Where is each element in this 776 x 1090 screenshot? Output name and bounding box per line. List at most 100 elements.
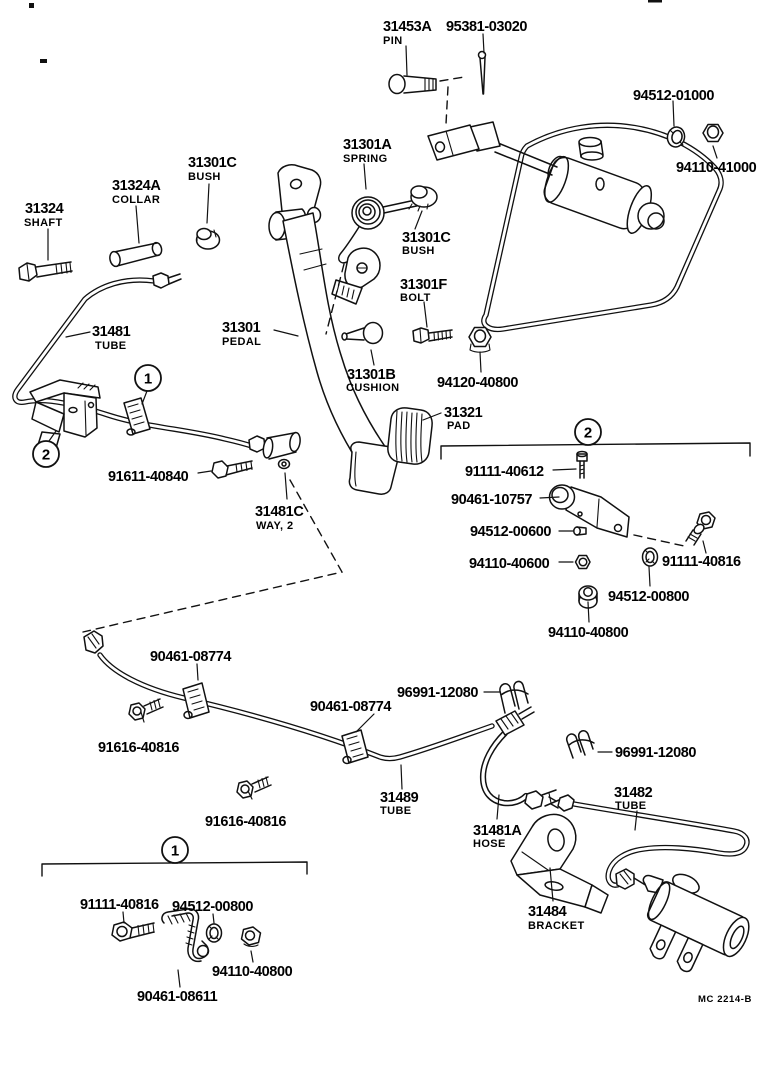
- leader-lines: [47, 33, 718, 988]
- label-nut-40800-bottom-num: 94110-40800: [212, 964, 293, 980]
- nut-94110-40800-bottom-drawing: [240, 926, 262, 947]
- clamp-90461-10757-drawing: [548, 484, 630, 538]
- label-washer-00800-right-num: 94512-00800: [608, 589, 689, 605]
- label-bolt-f-num: 31301F: [400, 277, 447, 293]
- label-cotter-num: 95381-03020: [446, 19, 527, 35]
- label-bush-lower-name: BUSH: [402, 245, 435, 257]
- label-bolt-91611-num: 91611-40840: [108, 469, 189, 485]
- label-nut-41000-num: 94110-41000: [676, 160, 757, 176]
- bush-lower-drawing: [408, 185, 438, 212]
- bolt-91111-40816-bottom-drawing: [111, 921, 155, 942]
- clip-96991-lower-drawing: [565, 730, 595, 759]
- label-pad-name: PAD: [447, 420, 471, 432]
- clamp-90461-08611-drawing: [161, 908, 210, 963]
- shaft-drawing: [18, 261, 73, 282]
- label-tube-31489-num: 31489: [380, 790, 419, 806]
- callout-2-left-num: 2: [42, 447, 50, 464]
- nut-94110-40800-right-drawing: [578, 585, 598, 609]
- washer-94512-00800-right-drawing: [641, 547, 659, 567]
- nut-94120-drawing: [468, 326, 492, 353]
- label-bracket-31484-name: BRACKET: [528, 920, 585, 932]
- pedal-drawing: [268, 164, 400, 495]
- clamp-90461-08774-left-drawing: [182, 682, 210, 720]
- label-collar-num: 31324A: [112, 178, 161, 194]
- callout-1-upper-num: 1: [144, 371, 152, 388]
- label-bush-upper-num: 31301C: [188, 155, 237, 171]
- nut-94110-40600-drawing: [574, 554, 591, 570]
- way-union-drawing: [248, 431, 301, 470]
- label-tube-31481-name: TUBE: [95, 340, 127, 352]
- master-cylinder-drawing: [543, 136, 665, 234]
- label-clamp-08774-right-num: 90461-08774: [310, 699, 391, 715]
- bolt-31301f-drawing: [412, 327, 453, 344]
- cotter-pin-drawing: [477, 50, 487, 95]
- label-way-num: 31481C: [255, 504, 304, 520]
- master-cylinder-pipe-drawing: [481, 122, 724, 333]
- label-bolt-91616-left-num: 91616-40816: [98, 740, 179, 756]
- label-collar-name: COLLAR: [112, 194, 160, 206]
- callout-2-right: 2: [574, 418, 602, 446]
- label-clip-upper-num: 96991-12080: [397, 685, 478, 701]
- label-cushion-num: 31301B: [347, 367, 395, 383]
- label-way-name: WAY, 2: [256, 520, 293, 532]
- label-pin-num: 31453A: [383, 19, 432, 35]
- label-clamp-08774-left-num: 90461-08774: [150, 649, 231, 665]
- drawing-code: MC 2214-B: [698, 994, 752, 1005]
- label-bolt-40816-right-num: 91111-40816: [662, 554, 741, 570]
- label-screw-40612-num: 91111-40612: [465, 464, 544, 480]
- clamp-90461-08774-right-drawing: [341, 729, 369, 765]
- label-bolt-91616-right-num: 91616-40816: [205, 814, 286, 830]
- label-pedal-name: PEDAL: [222, 336, 261, 348]
- label-clamp-10757-num: 90461-10757: [451, 492, 532, 508]
- label-pin-name: PIN: [383, 35, 403, 47]
- bracket-31484-drawing: [510, 813, 609, 914]
- label-tube-31481-num: 31481: [92, 324, 131, 340]
- label-pedal-num: 31301: [222, 320, 261, 336]
- callout-1-bottom-num: 1: [171, 843, 179, 860]
- pad-drawing: [387, 407, 433, 465]
- section1-bracket-line: [41, 861, 308, 877]
- tube-31482-drawing: [548, 794, 750, 890]
- scan-specks: [29, 0, 662, 63]
- label-bolt-40816-bottom-num: 91111-40816: [80, 897, 159, 913]
- screw-94512-00600-drawing: [573, 526, 587, 536]
- hose-31481a-drawing: [479, 706, 560, 810]
- label-bolt-f-name: BOLT: [400, 292, 431, 304]
- nut-94110-41000-drawing: [702, 123, 724, 143]
- label-pad-num: 31321: [444, 405, 483, 421]
- callout-2-left: 2: [32, 430, 60, 468]
- pin-align-dash: [439, 76, 465, 82]
- label-shaft-num: 31324: [25, 201, 64, 217]
- bolt-91611-drawing: [211, 460, 253, 479]
- bolt-91111-40816-right-drawing: [685, 511, 716, 546]
- pin-clevis-dash: [445, 86, 449, 125]
- label-screw-00600-num: 94512-00600: [470, 524, 551, 540]
- bush-upper-drawing: [195, 227, 221, 250]
- label-hose-num: 31481A: [473, 823, 522, 839]
- label-nut-40800-right-num: 94110-40800: [548, 625, 629, 641]
- tube-clamp-drawing: [123, 397, 151, 436]
- label-tube-31482-num: 31482: [614, 785, 653, 801]
- bolt-91616-right-drawing: [236, 776, 272, 799]
- label-clamp-08611-num: 90461-08611: [137, 989, 218, 1005]
- label-washer-01000-num: 94512-01000: [633, 88, 714, 104]
- label-washer-00800-bottom-num: 94512-00800: [172, 899, 253, 915]
- clevis-pushrod-drawing: [427, 121, 558, 176]
- label-tube-31482-name: TUBE: [615, 800, 647, 812]
- section2-bracket-line: [440, 442, 751, 460]
- release-cylinder-drawing: [642, 873, 750, 973]
- label-shaft-name: SHAFT: [24, 217, 63, 229]
- section2-bolt-dash: [633, 534, 685, 547]
- collar-drawing: [109, 241, 163, 268]
- callout-2-right-num: 2: [584, 425, 592, 442]
- cushion-align-dash: [325, 263, 345, 335]
- part-labels: 31453A PIN 95381-03020 94512-01000 94110…: [24, 19, 757, 1005]
- pin-drawing: [388, 73, 437, 95]
- washer-94512-00800-bottom-drawing: [205, 923, 223, 943]
- cushion-drawing: [341, 321, 384, 345]
- label-bush-lower-num: 31301C: [402, 230, 451, 246]
- label-spring-num: 31301A: [343, 137, 392, 153]
- lock-washer-94512-01000-drawing: [666, 126, 686, 148]
